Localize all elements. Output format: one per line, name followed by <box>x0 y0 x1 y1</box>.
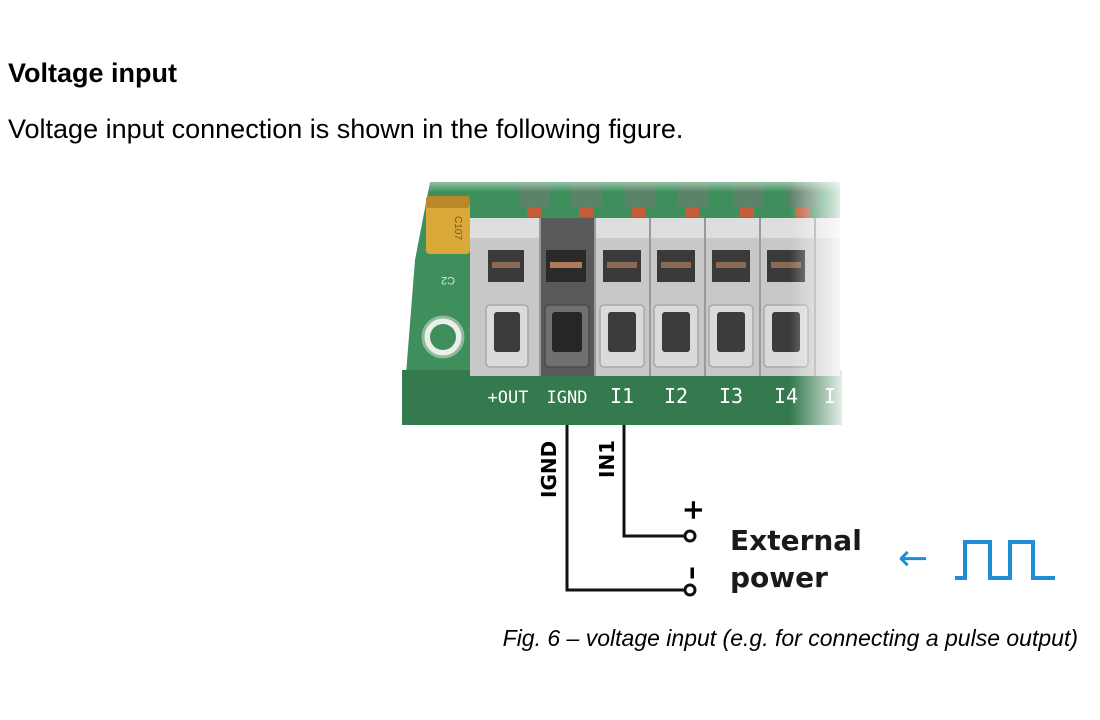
intro-paragraph: Voltage input connection is shown in the… <box>8 114 684 144</box>
terminal-label-i1: I1 <box>610 384 634 408</box>
wire-label-ignd: IGND <box>537 441 561 498</box>
mounting-hole <box>421 315 465 359</box>
external-power-line2: power <box>730 561 828 594</box>
ignd-wire <box>565 425 690 592</box>
arrow-left-icon: ← <box>898 538 928 579</box>
polarity-plus: + <box>676 498 709 521</box>
terminal-label-ignd: IGND <box>547 388 588 408</box>
pulse-wave-icon <box>955 540 1055 580</box>
capacitor-label: C107 <box>452 216 463 240</box>
wire-label-in1: IN1 <box>595 440 619 478</box>
terminal-block <box>470 218 840 376</box>
section-heading: Voltage input <box>8 58 177 88</box>
external-power-line1: External <box>730 524 862 557</box>
in1-wire <box>622 425 690 538</box>
polarity-minus: – <box>674 566 707 580</box>
terminal-circles <box>683 529 697 597</box>
capacitor: C107 <box>426 196 470 254</box>
plus-terminal <box>683 529 697 543</box>
terminal-label-i3: I3 <box>719 384 743 408</box>
wiring <box>565 425 690 592</box>
terminal-label-out: +OUT <box>488 388 529 408</box>
pulse-signal: ← <box>898 538 1055 580</box>
terminal-label-i2: I2 <box>664 384 688 408</box>
figure-caption: Fig. 6 – voltage input (e.g. for connect… <box>502 625 1078 651</box>
minus-terminal <box>683 583 697 597</box>
pcb-marking: C2 <box>441 274 455 286</box>
